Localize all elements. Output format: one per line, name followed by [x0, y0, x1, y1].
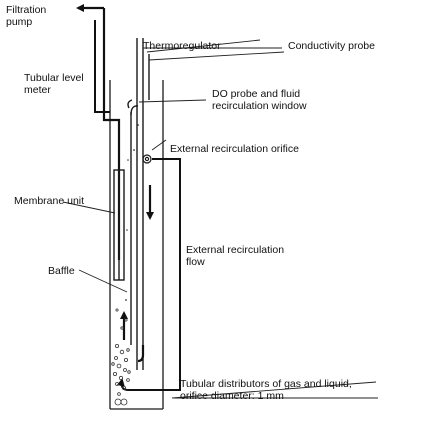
leader-lines [62, 39, 378, 399]
thermoregulator-label: Thermoregulator [143, 40, 221, 52]
filtration-pump-line [76, 4, 121, 260]
baffle-label: Baffle [48, 265, 75, 277]
do-probe [127, 99, 133, 109]
filtration-pump-label: Filtration pump [6, 4, 47, 28]
external-flow-label: External recirculation flow [186, 244, 285, 268]
recirculation-orifice [142, 154, 152, 164]
reactor-vessel [109, 80, 164, 410]
distributors-label: Tubular distributors of gas and liquid, … [180, 378, 352, 402]
membrane-unit-label: Membrane unit [14, 195, 85, 207]
external-orifice-label: External recirculation orifice [170, 143, 299, 155]
gas-bubbles [111, 308, 131, 406]
baffle [130, 105, 139, 345]
probe-rods [136, 38, 150, 370]
membrane-unit [113, 169, 125, 281]
tubular-level-meter-label: Tubular level meter [24, 72, 84, 96]
flow-arrows [120, 185, 154, 363]
do-probe-label: DO probe and fluid recirculation window [212, 88, 307, 112]
conductivity-probe-label: Conductivity probe [288, 40, 375, 52]
small-particles [125, 124, 139, 301]
tubular-level-meter [94, 20, 110, 113]
